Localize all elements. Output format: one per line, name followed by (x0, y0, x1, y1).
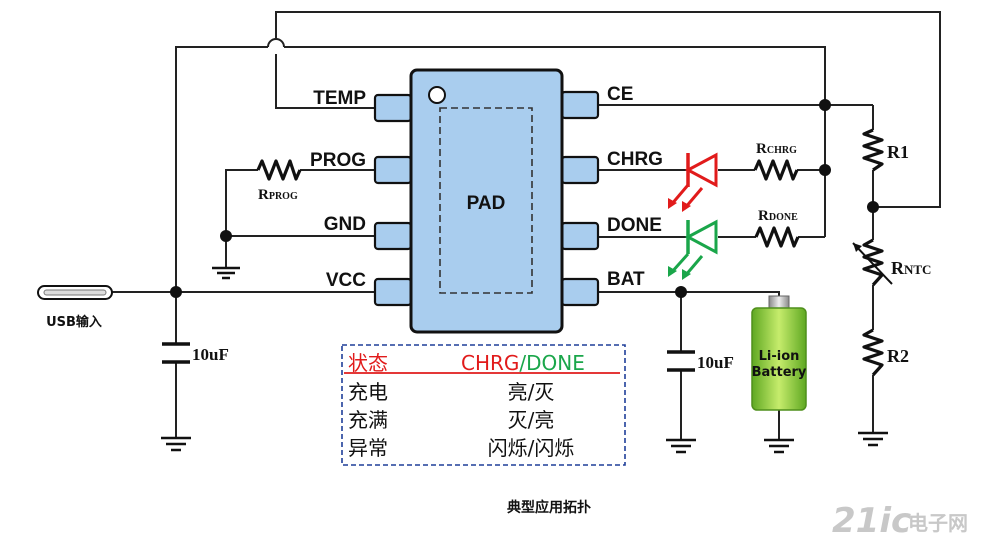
resistor-rdone: RDONE (754, 208, 800, 248)
svg-text:RCHRG: RCHRG (756, 141, 797, 157)
ground-r2 (858, 431, 888, 447)
label-bat: BAT (607, 269, 645, 290)
cap-output-label: 10uF (697, 353, 734, 372)
table-row-2-value: 灭/亮 (508, 408, 555, 432)
rdone-main: R (758, 208, 769, 224)
ground-battery (764, 438, 794, 454)
resistor-r1: R1 (862, 128, 909, 172)
label-vcc: VCC (326, 270, 366, 291)
rprog-main: R (258, 187, 269, 203)
led-chrg-red (668, 152, 718, 212)
led-done-green (668, 219, 718, 280)
table-row-1-value: 亮/灭 (508, 380, 555, 404)
cap-input-label: 10uF (192, 345, 229, 364)
pin-vcc (373, 277, 413, 307)
rntc-main: R (891, 258, 905, 278)
table-header-slash: / (519, 351, 526, 375)
pin-gnd (373, 221, 413, 251)
usb-connector: USB输入 (37, 285, 113, 330)
table-row-3-state: 异常 (348, 436, 388, 460)
ground-input-cap (161, 436, 191, 452)
battery-label-2: Battery (752, 365, 807, 380)
capacitor-output: 10uF (667, 350, 734, 372)
label-chrg: CHRG (607, 149, 663, 170)
diagram-caption: 典型应用拓扑 (507, 499, 591, 516)
label-temp: TEMP (313, 88, 366, 109)
svg-text:CHRG/DONE: CHRG/DONE (461, 351, 585, 375)
pin-chrg (560, 155, 600, 185)
rprog-sub: PROG (269, 191, 298, 202)
svg-text:RDONE: RDONE (758, 208, 798, 224)
battery: Li-ion Battery (751, 295, 807, 411)
rntc-sub: NTC (904, 262, 931, 277)
label-ce: CE (607, 84, 633, 105)
resistor-r2: R2 (862, 328, 909, 377)
r2-label: R2 (887, 346, 909, 366)
junction-dots (170, 99, 879, 298)
table-header-state: 状态 (348, 351, 388, 375)
svg-text:RNTC: RNTC (891, 258, 931, 278)
pin-ce (560, 90, 600, 120)
label-done: DONE (607, 215, 662, 236)
battery-label-1: Li-ion (759, 349, 800, 364)
chip-body (409, 68, 564, 334)
usb-input-label: USB输入 (46, 314, 102, 330)
pin-done (560, 221, 600, 251)
ground-gnd-pin (212, 266, 240, 280)
capacitor-input: 10uF (162, 342, 229, 364)
r1-label: R1 (887, 142, 909, 162)
watermark-text: 电子网 (908, 511, 968, 535)
rchrg-sub: CHRG (767, 145, 797, 156)
table-header-done: DONE (526, 351, 585, 375)
pin1-marker (428, 86, 446, 104)
table-row-3-value: 闪烁/闪烁 (488, 436, 575, 460)
resistor-rntc: RNTC (852, 238, 931, 287)
rchrg-main: R (756, 141, 767, 157)
exposed-pad (439, 107, 533, 294)
wires (112, 11, 941, 440)
pad-label: PAD (467, 193, 506, 214)
watermark-logo-text: 21ic (832, 501, 911, 541)
ground-output-cap (666, 438, 696, 454)
ic-chip: PAD (373, 68, 600, 334)
svg-text:RPROG: RPROG (258, 187, 298, 203)
pin-labels: TEMP PROG GND VCC CE CHRG DONE BAT (310, 84, 663, 291)
label-gnd: GND (324, 214, 366, 235)
table-header-chrg: CHRG (461, 351, 519, 375)
table-row-2-state: 充满 (348, 408, 388, 432)
pin-prog (373, 155, 413, 185)
table-row-1-state: 充电 (348, 380, 388, 404)
resistor-rprog: RPROG (256, 159, 302, 203)
label-prog: PROG (310, 150, 366, 171)
status-table: 状态 CHRG/DONE 充电 亮/灭 充满 灭/亮 异常 闪烁/闪烁 (341, 344, 626, 466)
resistor-rchrg: RCHRG (753, 141, 799, 181)
pin-bat (560, 277, 600, 307)
rdone-sub: DONE (769, 212, 798, 223)
pin-temp (373, 93, 413, 123)
watermark-logo: 21ic 电子网 (832, 501, 968, 541)
